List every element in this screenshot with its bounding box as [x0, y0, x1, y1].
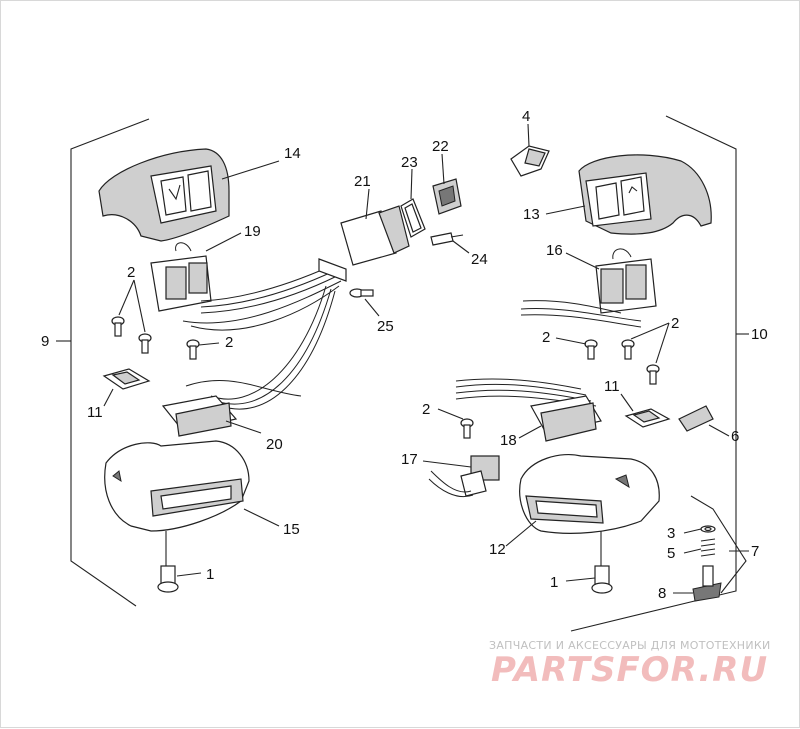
switch-19: [150, 232, 242, 312]
screws-2-right: [437, 322, 670, 439]
callout-2-right-lower: 2: [422, 401, 430, 418]
callout-17: 17: [401, 451, 418, 468]
terminal-block-22: [432, 153, 462, 215]
lower-housing-left: [104, 440, 280, 566]
callout-23: 23: [401, 154, 418, 171]
callout-10: 10: [751, 326, 768, 343]
callout-2-right-upper: 2: [671, 315, 679, 332]
upper-housing-left: [98, 148, 280, 242]
clip-11-left: [102, 368, 151, 407]
switch-18: [518, 395, 602, 442]
switch-16: [565, 248, 657, 314]
switch-20: [161, 395, 262, 437]
pin-24: [430, 232, 470, 254]
callout-12: 12: [489, 541, 506, 558]
lower-housing-right: [505, 453, 660, 566]
callout-20: 20: [266, 436, 283, 453]
watermark-brand: PARTSFOR.RU: [491, 650, 768, 690]
callout-16: 16: [546, 242, 563, 259]
callout-4: 4: [522, 108, 530, 125]
gasket-23: [400, 168, 426, 238]
bolt-1-right: [565, 565, 613, 594]
screws-2-left: [111, 279, 220, 360]
callout-24: 24: [471, 251, 488, 268]
callout-1-left: 1: [206, 566, 214, 583]
callout-25: 25: [377, 318, 394, 335]
wire-harness-left: [182, 265, 342, 410]
watermark-tagline: ЗАПЧАСТИ И АКСЕССУАРЫ ДЛЯ МОТОТЕХНИКИ: [489, 639, 771, 652]
callout-11-right: 11: [604, 378, 620, 395]
callout-5: 5: [667, 545, 675, 562]
pad-6: [678, 405, 730, 437]
callout-14: 14: [284, 145, 301, 162]
screw-25: [349, 288, 380, 317]
bolt-1-left: [157, 565, 202, 593]
callout-13: 13: [523, 206, 540, 223]
connector-21: [318, 188, 410, 282]
bracket-9: [70, 118, 150, 607]
callout-7: 7: [751, 543, 759, 560]
callout-22: 22: [432, 138, 449, 155]
callout-1-right: 1: [550, 574, 558, 591]
sensor-17: [422, 455, 500, 497]
callout-18: 18: [500, 432, 517, 449]
callout-2-left-upper: 2: [127, 264, 135, 281]
callout-19: 19: [244, 223, 261, 240]
callout-9: 9: [41, 333, 49, 350]
bracket-10: [570, 115, 737, 632]
callout-11-left: 11: [87, 404, 103, 421]
upper-housing-right: [545, 154, 712, 235]
callout-2-right-mid: 2: [542, 329, 550, 346]
clip-11-right: [620, 393, 671, 428]
callout-21: 21: [354, 173, 371, 190]
callout-15: 15: [283, 521, 300, 538]
clip-4: [510, 123, 550, 177]
callout-8: 8: [658, 585, 666, 602]
callout-6: 6: [731, 428, 739, 445]
callout-3: 3: [667, 525, 675, 542]
spring-kit: [673, 495, 749, 602]
callout-2-left-mid: 2: [225, 334, 233, 351]
